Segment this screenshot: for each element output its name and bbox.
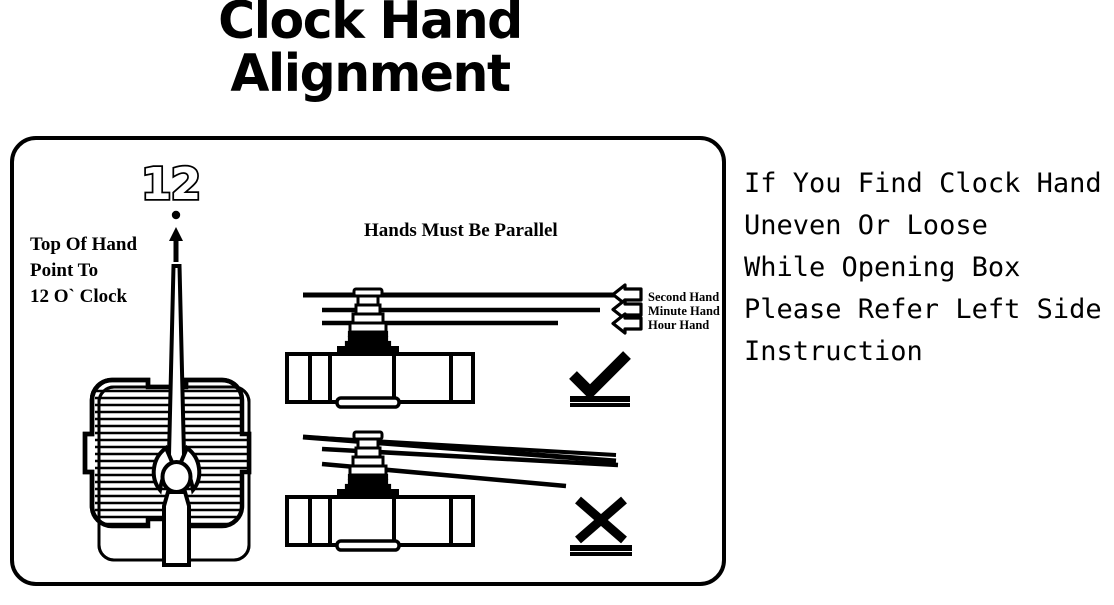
page-title: Clock Hand Alignment — [0, 0, 740, 100]
top-of-hand-label-line-2: Point To — [30, 260, 99, 281]
right-instruction-line-1: If You Find Clock Hand — [744, 168, 1102, 199]
page-title-line-1: Clock Hand — [218, 0, 523, 51]
hour-hand-label: Hour Hand — [648, 318, 710, 332]
instruction-panel — [10, 136, 726, 586]
top-of-hand-label: Top Of Hand Point To 12 O` Clock — [30, 232, 137, 310]
minute-hand-label: Minute Hand — [648, 304, 720, 318]
right-instruction-line-2: Uneven Or Loose — [744, 210, 988, 241]
twelve-oclock-marker: 12 — [139, 159, 203, 210]
second-hand-label: Second Hand — [648, 290, 720, 304]
right-instruction-line-3: While Opening Box — [744, 252, 1021, 283]
right-instruction-text: If You Find Clock Hand Uneven Or Loose W… — [744, 163, 1114, 373]
top-of-hand-label-line-1: Top Of Hand — [30, 234, 138, 255]
page-title-line-2: Alignment — [230, 43, 511, 104]
top-of-hand-label-line-3: 12 O` Clock — [30, 286, 128, 307]
right-instruction-line-5: Instruction — [744, 336, 923, 367]
hands-must-be-parallel-heading: Hands Must Be Parallel — [364, 220, 558, 241]
right-instruction-line-4: Please Refer Left Side — [744, 294, 1102, 325]
